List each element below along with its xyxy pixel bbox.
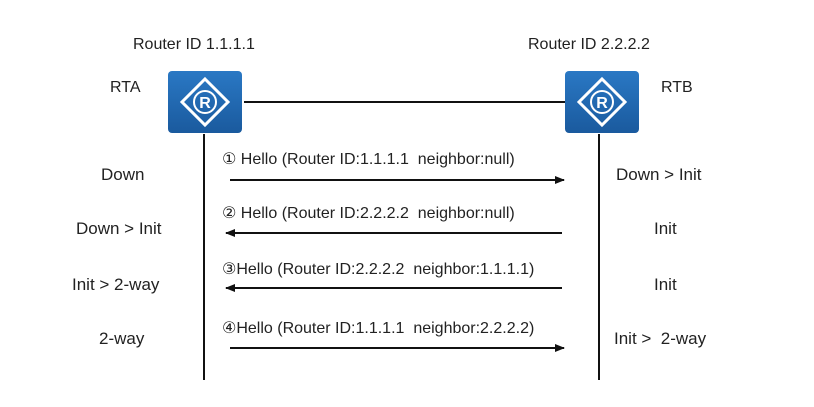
router-icon-letter: R <box>596 95 608 112</box>
message-text: Hello (Router ID:2.2.2.2 neighbor:1.1.1.… <box>236 261 535 278</box>
router-icon: R <box>168 71 242 133</box>
router-a-icon: R <box>168 71 242 133</box>
router-b-state-2: Init <box>654 219 677 238</box>
message-3-label: ③Hello (Router ID:2.2.2.2 neighbor:1.1.1… <box>222 259 534 279</box>
router-b-id-label: Router ID 2.2.2.2 <box>528 36 650 53</box>
router-a-state-4: 2-way <box>99 329 145 348</box>
message-number: ① <box>222 151 237 168</box>
router-a-name: RTA <box>110 79 141 96</box>
message-number: ③ <box>222 261 237 278</box>
router-a-state-2: Down > Init <box>76 219 162 238</box>
router-icon-letter: R <box>199 95 211 112</box>
router-b-name: RTB <box>661 79 693 96</box>
message-text: Hello (Router ID:2.2.2.2 neighbor:null) <box>240 205 515 222</box>
router-a-state-1: Down <box>101 165 145 184</box>
message-number: ④ <box>222 320 237 337</box>
message-4-label: ④Hello (Router ID:1.1.1.1 neighbor:2.2.2… <box>222 318 534 338</box>
router-b-state-4: Init > 2-way <box>614 329 707 348</box>
router-b-state-1: Down > Init <box>616 165 702 184</box>
message-text: Hello (Router ID:1.1.1.1 neighbor:2.2.2.… <box>236 320 535 337</box>
router-a-id-label: Router ID 1.1.1.1 <box>133 36 255 53</box>
router-b-state-3: Init <box>654 275 677 294</box>
message-number: ② <box>222 205 237 222</box>
message-text: Hello (Router ID:1.1.1.1 neighbor:null) <box>240 151 515 168</box>
message-2-label: ② Hello (Router ID:2.2.2.2 neighbor:null… <box>222 203 515 223</box>
message-1-label: ① Hello (Router ID:1.1.1.1 neighbor:null… <box>222 149 515 169</box>
router-a-state-3: Init > 2-way <box>72 275 160 294</box>
router-icon: R <box>565 71 639 133</box>
router-b-icon: R <box>565 71 639 133</box>
